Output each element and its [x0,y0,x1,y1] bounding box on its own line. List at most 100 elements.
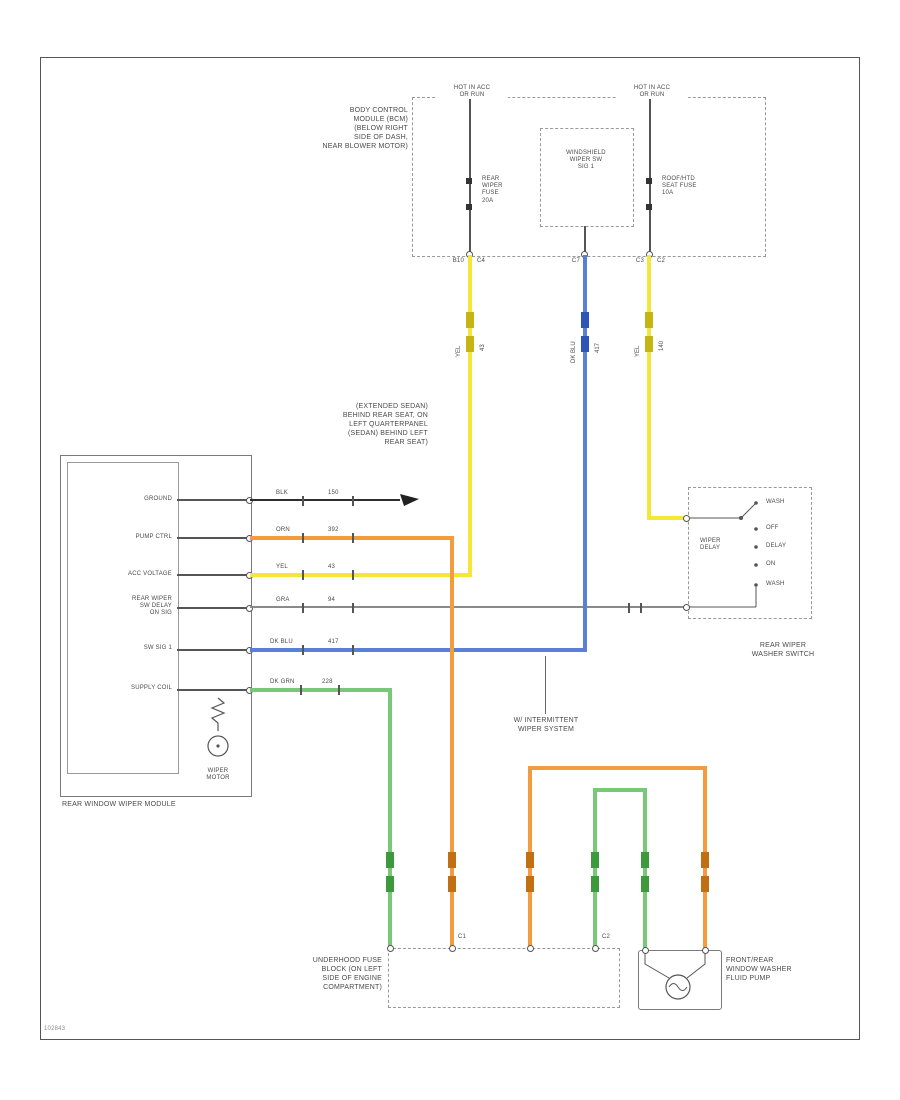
inline-connector [645,312,653,328]
switch-internals [689,501,758,608]
switch-pos-wash: WASH [766,499,785,505]
inline-connector [352,645,354,655]
wire-acc-yellow [250,573,472,577]
inline-connector [526,852,534,868]
wire-switch-feed-yellow-vertical [647,255,651,520]
wire-pump-ctrl-orange-vertical [450,536,454,948]
wire-washer-green-left [593,790,597,948]
inline-connector [302,533,304,543]
connector [449,945,456,952]
inline-connector [352,496,354,506]
connector [683,515,690,522]
wiper-delay-label: WIPER DELAY [700,538,721,552]
module-caption: REAR WINDOW WIPER MODULE [62,801,176,808]
fuse-roof-seat-label: ROOF/HTD SEAT FUSE 10A [662,176,697,197]
inline-connector [466,312,474,328]
wire-label-color: GRA [276,597,290,603]
wire-label-circuit: 43 [480,343,486,352]
wire-label-circuit: 417 [328,639,339,645]
inline-connector [641,852,649,868]
wire-sw-sig-blue-vertical [583,255,587,652]
module-pin-sw-sig: SW SIG 1 [143,645,172,651]
inline-connector [448,852,456,868]
inline-connector [645,336,653,352]
connector [246,605,253,612]
fuse-rear-wiper-label: REAR WIPER FUSE 20A [482,176,503,204]
fuse-feed-left [469,99,471,255]
connector [527,945,534,952]
fuse-terminal [466,178,472,184]
wire-supply-green [250,688,392,692]
wire-label-color: YEL [276,564,288,570]
wire-washer-orange-top [528,766,707,770]
switch-pos-on: ON [766,561,776,567]
fuse-terminal [646,204,652,210]
wire-label-circuit: 392 [328,527,339,533]
connector [592,945,599,952]
bcm-box [412,97,766,257]
inline-connector [641,876,649,892]
power-rail-left: HOT IN ACC OR RUN [436,85,508,100]
pin-stub [177,689,247,691]
wire-supply-green-vertical [388,688,392,948]
pin-label-c7: C7 [571,258,580,264]
bcm-note: BODY CONTROL MODULE (BCM) (BELOW RIGHT S… [322,107,408,150]
pin-label-c1: C1 [458,934,467,940]
inline-connector [701,852,709,868]
inner-box-drop [584,226,586,255]
note-pointer-line [545,656,546,714]
inline-connector [581,312,589,328]
washer-pump-caption: FRONT/REAR WINDOW WASHER FLUID PUMP [726,957,792,982]
inline-connector [466,336,474,352]
fuse-feed-right [649,99,651,255]
switch-pos-wash-2: WASH [766,581,785,587]
power-rail-right: HOT IN ACC OR RUN [616,85,688,100]
wire-acc-yellow-vertical [468,255,472,577]
wire-washer-green-top [593,788,647,792]
wire-label-circuit: 228 [322,679,333,685]
fuse-terminal [646,178,652,184]
underhood-fuse-block-caption: UNDERHOOD FUSE BLOCK (ON LEFT SIDE OF EN… [312,957,382,991]
inline-connector [640,603,642,613]
inline-connector [352,603,354,613]
page-border [40,57,860,1040]
wire-label-color: YEL [635,344,641,358]
wire-ground-black [250,499,400,501]
windshield-wiper-sw-box [540,128,634,227]
connector [683,604,690,611]
inline-connector [352,533,354,543]
pin-label-c2: C2 [602,934,611,940]
pin-label-c2: C2 [657,258,666,264]
pin-label-b10: B10 [452,258,464,264]
wire-label-circuit: 140 [659,339,665,352]
wire-washer-green-right [643,788,647,950]
inline-connector [526,876,534,892]
inline-connector [591,876,599,892]
module-pin-acc-voltage: ACC VOLTAGE [128,571,172,577]
module-pin-delay-sig: REAR WIPER SW DELAY ON SIG [131,596,172,617]
switch-caption: REAR WIPER WASHER SWITCH [751,642,815,658]
wire-label-circuit: 43 [328,564,336,570]
pin-stub [177,574,247,576]
wire-label-circuit: 150 [328,490,339,496]
inline-connector [591,852,599,868]
pin-stub [177,499,247,501]
inline-connector [302,570,304,580]
rear-wiper-module-inner-box [67,462,179,774]
windshield-wiper-sw-label: WINDSHIELD WIPER SW SIG 1 [566,150,606,171]
switch-pos-delay: DELAY [766,543,787,549]
wire-label-color: YEL [456,344,462,358]
inline-connector [386,852,394,868]
ground-symbol [400,494,419,506]
wire-switch-feed-yellow [647,516,690,520]
connector [702,947,709,954]
underhood-fuse-block-box [388,948,620,1008]
wiper-motor-label: WIPER MOTOR [206,768,230,782]
wire-label-color: DK GRN [270,679,295,685]
rear-wiper-module-box [60,455,252,797]
module-pin-pump-ctrl: PUMP CTRL [135,534,172,540]
switch-pos-off: OFF [766,525,779,531]
wire-label-circuit: 417 [595,341,601,354]
rear-wiper-washer-switch-box [688,487,812,619]
